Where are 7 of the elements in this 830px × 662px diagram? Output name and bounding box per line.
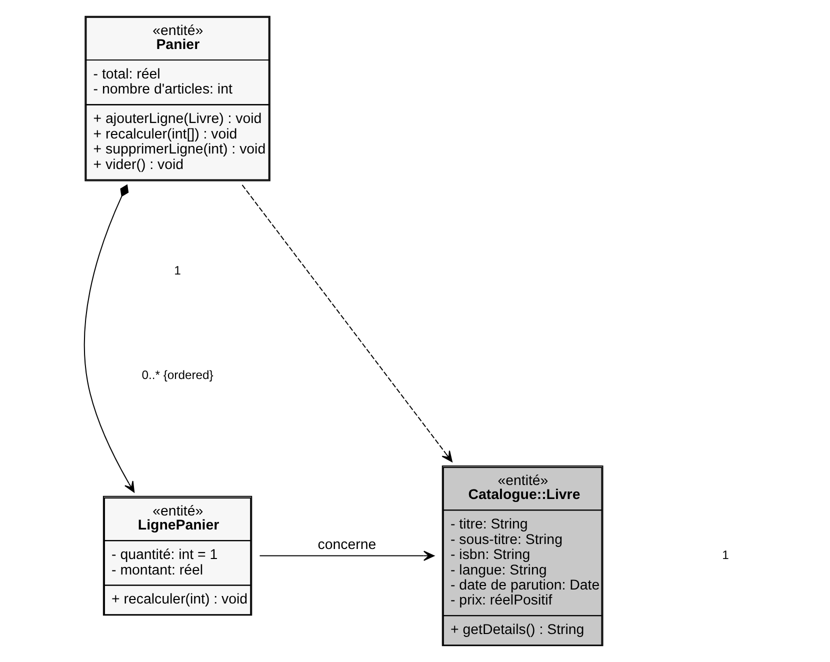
arrow xyxy=(242,184,452,462)
edge-label: concerne xyxy=(318,536,376,553)
label: 0..* {ordered} xyxy=(142,368,214,382)
label: 1 xyxy=(722,548,729,562)
label: 1 xyxy=(174,263,181,278)
arrow xyxy=(84,184,135,493)
arrow xyxy=(260,550,435,561)
